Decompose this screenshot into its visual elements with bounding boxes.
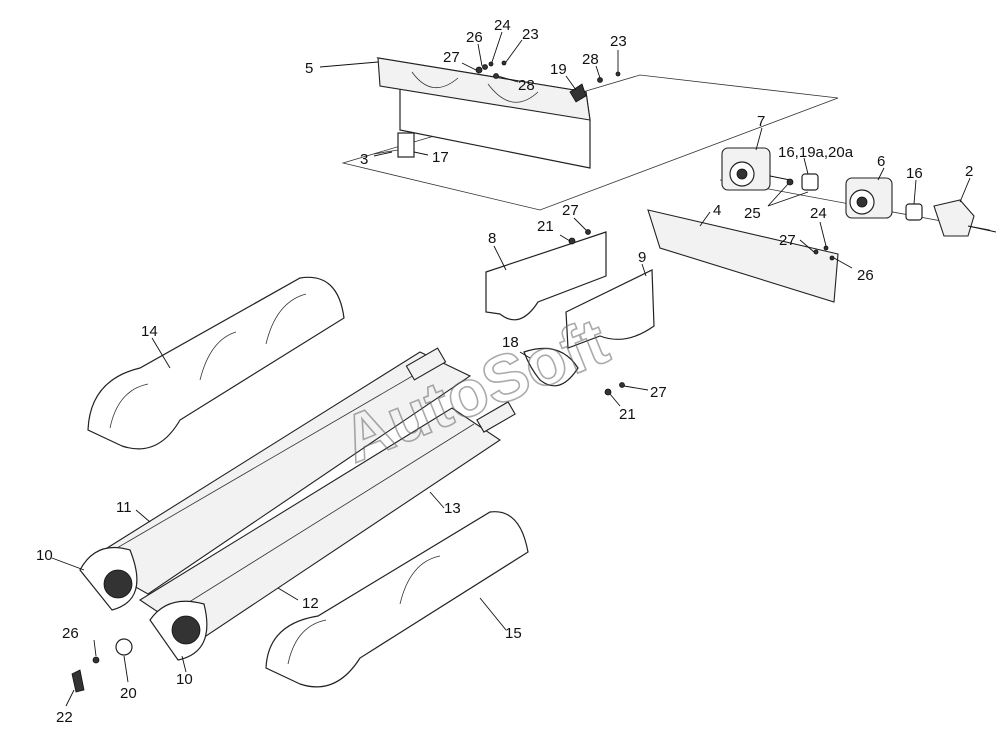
gearbox-6-hub bbox=[856, 196, 868, 208]
cap-20 bbox=[115, 638, 133, 656]
fastener-group bbox=[71, 638, 133, 693]
cover-plate-4 bbox=[647, 209, 839, 303]
sieve-block-upper bbox=[405, 347, 447, 381]
pin-3 bbox=[373, 149, 399, 155]
label-part-21-bottom: 21 bbox=[619, 406, 636, 423]
label-part-6: 6 bbox=[877, 153, 885, 170]
label-part-26: 26 bbox=[466, 29, 483, 46]
label-part-26-right: 26 bbox=[857, 267, 874, 284]
housing-15-rib-2 bbox=[399, 555, 441, 605]
cover-plate-17 bbox=[397, 132, 415, 158]
nut-27-right bbox=[813, 249, 819, 255]
label-part-22: 22 bbox=[56, 709, 73, 726]
bracket-group bbox=[485, 229, 655, 396]
cover-plate-4-group bbox=[647, 209, 839, 303]
label-part-8: 8 bbox=[488, 230, 496, 247]
nut-27-top bbox=[475, 66, 483, 74]
label-part-10-lower: 10 bbox=[176, 671, 193, 688]
label-part-10-upper: 10 bbox=[36, 547, 53, 564]
drive-unit-2 bbox=[933, 199, 975, 237]
bolt-23-right bbox=[615, 71, 621, 77]
drive-shaft-2 bbox=[967, 225, 997, 233]
bolt-21-bottom bbox=[604, 388, 612, 396]
mounting-plate-assembly bbox=[341, 57, 839, 211]
housing-14-rib-2 bbox=[199, 331, 237, 381]
coupling-16 bbox=[905, 203, 923, 221]
label-part-2: 2 bbox=[965, 163, 973, 180]
housing-14-rib-1 bbox=[109, 383, 149, 429]
leader-lines bbox=[51, 31, 971, 707]
housing-15 bbox=[265, 511, 529, 688]
housing-14 bbox=[87, 276, 345, 450]
label-part-4: 4 bbox=[713, 202, 721, 219]
washer-26-bottom bbox=[92, 656, 100, 664]
label-part-9: 9 bbox=[638, 249, 646, 266]
bolt-21-top bbox=[568, 237, 576, 245]
housing-15-rib-1 bbox=[287, 619, 327, 665]
label-part-28-right: 28 bbox=[582, 51, 599, 68]
label-part-24-right: 24 bbox=[810, 205, 827, 222]
label-part-14: 14 bbox=[141, 323, 158, 340]
ring-25 bbox=[786, 178, 794, 186]
bolt-22 bbox=[71, 669, 85, 693]
rotor-hub-lower bbox=[171, 615, 201, 645]
coupling-16-19a-20a bbox=[801, 173, 819, 191]
sieve-block-lower bbox=[476, 401, 516, 433]
washer-26-top bbox=[482, 64, 488, 70]
label-part-15: 15 bbox=[505, 625, 522, 642]
nut-27-bottom bbox=[619, 382, 625, 388]
label-part-27-right: 27 bbox=[779, 232, 796, 249]
plate-cutout-left bbox=[411, 71, 459, 88]
clip-19 bbox=[569, 83, 587, 103]
label-part-5: 5 bbox=[305, 60, 313, 77]
mounting-plate-top-flange bbox=[377, 57, 591, 121]
plate-cutout-right bbox=[487, 83, 539, 103]
nut-28-top bbox=[493, 73, 499, 79]
label-part-17: 17 bbox=[432, 149, 449, 166]
auger-12-spine bbox=[169, 423, 475, 615]
label-part-7: 7 bbox=[757, 113, 765, 130]
washer-26-right bbox=[829, 255, 835, 261]
housing-14-group bbox=[87, 276, 345, 450]
label-part-27-mid: 27 bbox=[562, 202, 579, 219]
label-part-19: 19 bbox=[550, 61, 567, 78]
drive-train-assembly bbox=[719, 147, 997, 237]
label-part-27-bottom: 27 bbox=[650, 384, 667, 401]
label-part-23-right: 23 bbox=[610, 33, 627, 50]
label-part-21-top: 21 bbox=[537, 218, 554, 235]
label-part-11: 11 bbox=[116, 499, 132, 516]
washer-24-top bbox=[488, 61, 494, 67]
label-part-3: 3 bbox=[360, 151, 368, 168]
label-part-13: 13 bbox=[444, 500, 461, 517]
nut-27-mid bbox=[585, 229, 591, 235]
washer-24-right bbox=[823, 245, 829, 251]
housing-14-rib-3 bbox=[265, 293, 307, 345]
label-part-26-bottom: 26 bbox=[62, 625, 79, 642]
auger-assembly bbox=[79, 347, 516, 661]
bolt-23-top bbox=[501, 60, 507, 66]
label-part-18: 18 bbox=[502, 334, 519, 351]
label-part-12: 12 bbox=[302, 595, 319, 612]
bracket-18 bbox=[523, 347, 579, 387]
auger-11-spine bbox=[109, 359, 441, 553]
label-part-23: 23 bbox=[522, 26, 539, 43]
label-part-28: 28 bbox=[518, 77, 535, 94]
label-part-16: 16 bbox=[906, 165, 923, 182]
label-part-25: 25 bbox=[744, 205, 761, 222]
bracket-9 bbox=[565, 269, 655, 349]
bracket-8 bbox=[485, 231, 607, 321]
housing-15-group bbox=[265, 511, 529, 688]
label-part-27: 27 bbox=[443, 49, 460, 66]
rotor-hub-upper bbox=[103, 569, 133, 599]
label-part-20: 20 bbox=[120, 685, 137, 702]
nut-28-right bbox=[597, 77, 603, 83]
gearbox-7-hub bbox=[736, 168, 748, 180]
label-part-16-19a-20a: 16,19a,20a bbox=[778, 144, 854, 161]
label-part-24: 24 bbox=[494, 17, 511, 34]
part-labels: 5 26 24 23 27 28 19 28 23 3 17 7 16,19a,… bbox=[36, 17, 973, 726]
gearbox-7-shaft bbox=[769, 175, 791, 181]
